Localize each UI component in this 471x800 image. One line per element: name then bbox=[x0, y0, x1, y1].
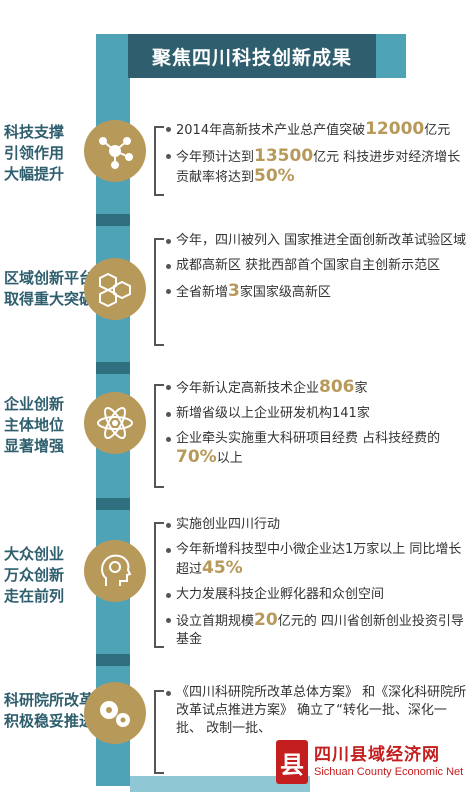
section-title: 大众创业 万众创新 走在前列 bbox=[4, 545, 65, 605]
atom-icon bbox=[84, 392, 146, 454]
list-item: 今年，四川被列入 国家推进全面创新改革试验区域 bbox=[166, 232, 467, 250]
page-title: 聚焦四川科技创新成果 bbox=[128, 34, 376, 78]
section-title: 科研院所改革 积极稳妥推进 bbox=[4, 691, 95, 730]
bracket bbox=[154, 384, 164, 488]
watermark-seal: 县 bbox=[276, 740, 308, 784]
watermark-cn: 四川县域经济网 bbox=[314, 745, 440, 765]
ribbon-band bbox=[96, 498, 130, 510]
list-item: 今年新认定高新技术企业806家 bbox=[166, 378, 467, 398]
bracket bbox=[154, 126, 164, 196]
ribbon-band bbox=[372, 34, 406, 78]
ribbon-band bbox=[96, 214, 130, 226]
ribbon-band bbox=[96, 362, 130, 374]
section-title: 企业创新 主体地位 显著增强 bbox=[4, 395, 65, 455]
list-item: 实施创业四川行动 bbox=[166, 516, 467, 534]
list-item: 大力发展科技企业孵化器和众创空间 bbox=[166, 586, 467, 604]
item-list: 今年，四川被列入 国家推进全面创新改革试验区域 成都高新区 获批西部首个国家自主… bbox=[166, 232, 467, 309]
head-gear-icon bbox=[84, 540, 146, 602]
list-item: 新增省级以上企业研发机构141家 bbox=[166, 405, 467, 423]
watermark-en: Sichuan County Economic Net bbox=[314, 766, 464, 778]
ribbon-band bbox=[96, 654, 130, 666]
list-item: 今年预计达到13500亿元 科技进步对经济增长贡献率将达到50% bbox=[166, 147, 467, 187]
molecule-icon bbox=[84, 120, 146, 182]
ribbon-band bbox=[96, 34, 130, 104]
bracket bbox=[154, 690, 164, 774]
list-item: 2014年高新技术产业总产值突破12000亿元 bbox=[166, 120, 467, 140]
section-title: 区域创新平台 取得重大突破 bbox=[4, 269, 95, 308]
item-list: 《四川科研院所改革总体方案》 和《深化科研院所改革试点推进方案》 确立了“转化一… bbox=[166, 684, 467, 745]
hexagon-network-icon bbox=[84, 258, 146, 320]
item-list: 今年新认定高新技术企业806家 新增省级以上企业研发机构141家 企业牵头实施重… bbox=[166, 378, 467, 475]
item-list: 2014年高新技术产业总产值突破12000亿元 今年预计达到13500亿元 科技… bbox=[166, 120, 467, 194]
list-item: 成都高新区 获批西部首个国家自主创新示范区 bbox=[166, 257, 467, 275]
gears-icon bbox=[84, 682, 146, 744]
list-item: 《四川科研院所改革总体方案》 和《深化科研院所改革试点推进方案》 确立了“转化一… bbox=[166, 684, 467, 738]
item-list: 实施创业四川行动 今年新增科技型中小微企业达1万家以上 同比增长超过45% 大力… bbox=[166, 516, 467, 656]
section-title: 科技支撑 引领作用 大幅提升 bbox=[4, 123, 65, 183]
list-item: 今年新增科技型中小微企业达1万家以上 同比增长超过45% bbox=[166, 541, 467, 579]
list-item: 设立首期规模20亿元的 四川省创新创业投资引导基金 bbox=[166, 611, 467, 649]
list-item: 企业牵头实施重大科研项目经费 占科技经费的70%以上 bbox=[166, 430, 467, 468]
bracket bbox=[154, 522, 164, 648]
watermark-logo: 县 四川县域经济网 Sichuan County Economic Net bbox=[276, 738, 471, 800]
ribbon-band bbox=[130, 776, 310, 792]
list-item: 全省新增3家国家级高新区 bbox=[166, 282, 467, 302]
bracket bbox=[154, 238, 164, 346]
